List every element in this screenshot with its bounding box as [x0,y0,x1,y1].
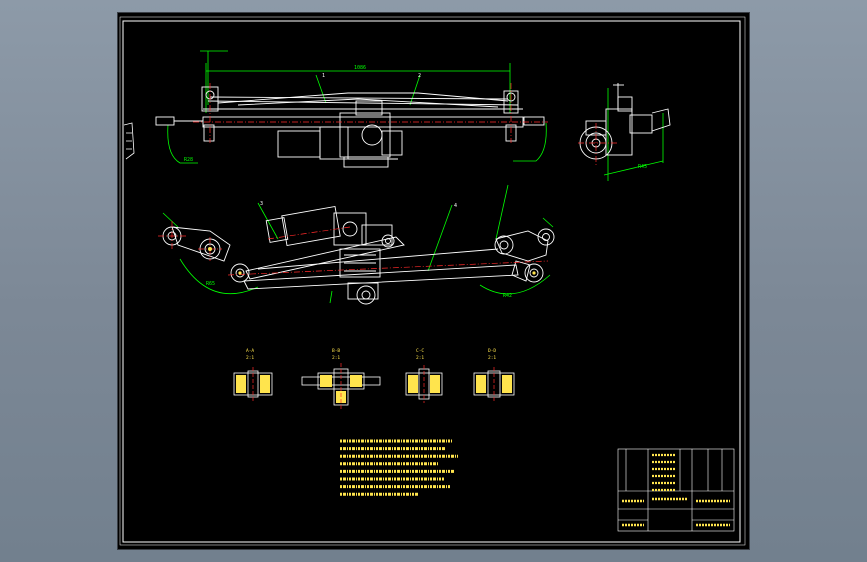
clipped-detail [123,122,135,160]
section-scale-a: 2:1 [246,355,254,361]
section-scale-b: 2:1 [332,355,340,361]
callout-1: 1 [322,73,325,79]
section-scale-c: 2:1 [416,355,424,361]
section-label-c: C-C [416,348,424,354]
callout-4: 4 [454,203,457,209]
side-view: R45 [578,83,671,181]
title-block [617,448,735,532]
svg-text:R45: R45 [638,164,647,170]
top-view: 1086 R28 [155,50,548,168]
cad-drawing: 1086 R28 [119,16,746,546]
section-details: A-A 2:1 B-B 2:1 C-C 2:1 D-D 2:1 [233,348,515,409]
svg-text:1086: 1086 [354,65,366,71]
technical-notes [340,439,458,496]
svg-text:R65: R65 [206,281,215,287]
callout-2: 2 [418,73,421,79]
section-d [473,367,515,401]
sheet-border [119,16,746,546]
svg-text:R42: R42 [503,293,512,299]
front-view: R65 R42 [158,184,555,305]
section-c [405,365,443,403]
section-label-a: A-A [246,348,254,354]
svg-text:R28: R28 [184,157,193,163]
section-label-b: B-B [332,348,340,354]
section-label-d: D-D [488,348,496,354]
section-scale-d: 2:1 [488,355,496,361]
drawing-sheet: 1086 R28 [118,13,749,549]
callout-3: 3 [260,201,263,207]
title-block-rows [622,453,730,527]
section-a [233,367,273,401]
section-b [301,363,381,409]
